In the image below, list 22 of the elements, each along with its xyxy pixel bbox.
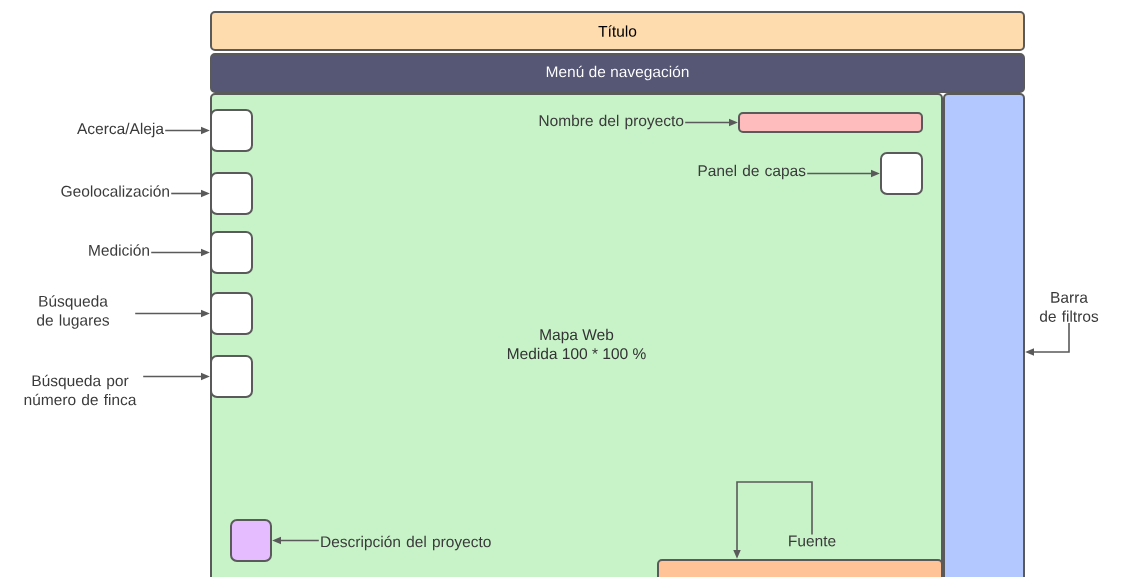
square-placeholder: [210, 172, 253, 215]
navigation-menu-bar: Menú de navegación: [210, 53, 1025, 93]
square-placeholder: [880, 152, 923, 195]
callout-text: Descripción del proyecto: [321, 535, 491, 551]
name-bar: [738, 112, 923, 133]
callout-text: Panel de capas: [698, 164, 806, 180]
filter-bar: [943, 93, 1025, 577]
square-placeholder: [230, 519, 272, 562]
callout-text: Nombre del proyecto: [539, 114, 684, 130]
source-bar: [657, 559, 943, 577]
title-bar: Título: [210, 11, 1025, 51]
callout-text: Geolocalización: [61, 185, 169, 197]
square-placeholder: [210, 109, 253, 152]
callout-text: Búsqueda de lugares: [37, 295, 110, 329]
callout-text: Búsqueda por número de finca: [24, 374, 137, 406]
callout-text: Acerca/Aleja: [77, 122, 164, 138]
callout-text: Barra de filtros: [1039, 292, 1099, 322]
square-placeholder: [210, 231, 253, 274]
callout-text: Medición: [89, 244, 149, 256]
square-placeholder: [210, 355, 253, 398]
square-placeholder: [210, 292, 253, 335]
callout-text: Fuente: [789, 535, 836, 547]
